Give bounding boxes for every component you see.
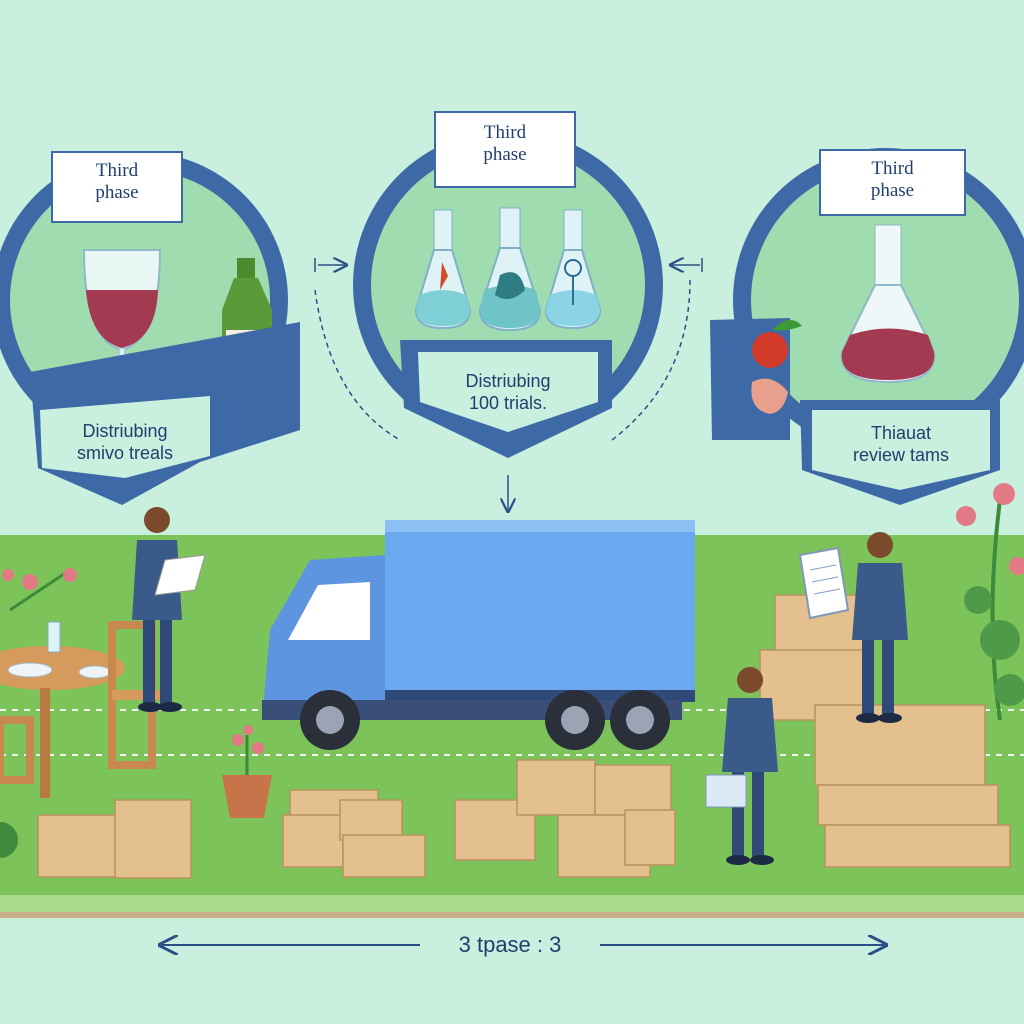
caption-line: Thiauat bbox=[870, 423, 932, 443]
truck-icon bbox=[262, 520, 695, 750]
flask-icon bbox=[478, 207, 542, 332]
panel-left-phase: Third phase bbox=[52, 160, 182, 204]
panel-center-caption: Distriubing 100 trials. bbox=[420, 370, 596, 414]
phase-line: phase bbox=[870, 180, 915, 201]
phase-line: Third bbox=[871, 158, 914, 179]
flask-icon bbox=[544, 209, 602, 330]
footer-label: 3 tpase : 3 bbox=[458, 932, 562, 957]
panel-center-phase: Third phase bbox=[435, 122, 575, 166]
panel-center bbox=[353, 111, 663, 458]
wine-glass-icon bbox=[82, 249, 162, 393]
panel-right bbox=[710, 148, 1024, 505]
connectors bbox=[314, 258, 703, 510]
phase-line: Third bbox=[95, 160, 139, 181]
caption-line: smivo treals bbox=[76, 443, 174, 463]
clipboard-icon bbox=[798, 546, 850, 620]
caption-line: Distriubing bbox=[465, 371, 551, 391]
phase-line: phase bbox=[95, 182, 139, 203]
person-icon bbox=[132, 507, 206, 712]
briefcase-icon bbox=[705, 774, 747, 808]
plant-icon bbox=[956, 483, 1024, 721]
flask-icon bbox=[840, 224, 936, 384]
caption-line: Distriubing bbox=[82, 421, 168, 441]
clipboard-icon bbox=[154, 554, 206, 596]
person-icon bbox=[705, 667, 778, 865]
caption-line: review tams bbox=[852, 445, 950, 465]
phase-line: Third bbox=[483, 122, 527, 143]
phase-line: phase bbox=[483, 144, 527, 165]
panel-left-caption: Distriubing smivo treals bbox=[40, 420, 210, 464]
person-icon bbox=[798, 532, 908, 723]
apple-icon bbox=[710, 318, 802, 440]
panel-left bbox=[0, 151, 300, 505]
flask-icon bbox=[414, 209, 472, 330]
box-icon bbox=[37, 594, 1011, 879]
caption-line: 100 trials. bbox=[468, 393, 548, 413]
plant-icon bbox=[222, 725, 272, 818]
plant-icon bbox=[0, 568, 77, 858]
panel-right-phase: Third phase bbox=[820, 158, 965, 202]
panel-right-caption: Thiauat review tams bbox=[812, 422, 990, 466]
